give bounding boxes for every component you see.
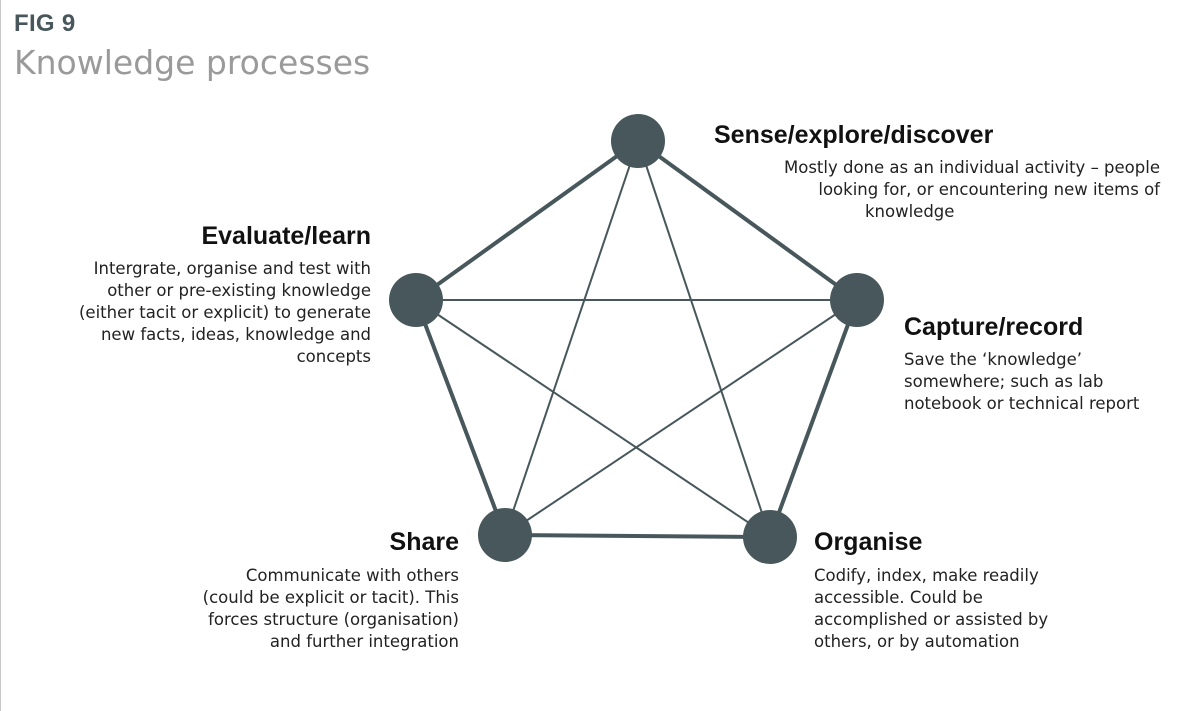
node-description-share: Communicate with others (could be explic…	[203, 565, 459, 653]
node-label-capture: Capture/record	[904, 313, 1084, 341]
description-line: accessible. Could be	[814, 588, 983, 607]
node-description-sense: Mostly done as an individual activity – …	[784, 157, 1160, 223]
node-evaluate	[389, 273, 443, 327]
node-label-share: Share	[389, 528, 459, 556]
edge-share-capture	[504, 299, 858, 536]
edge-sense-organise	[637, 140, 771, 538]
figure-title: Knowledge processes	[14, 43, 371, 82]
node-description-organise: Codify, index, make readily accessible. …	[814, 565, 1048, 653]
description-line: concepts	[296, 347, 371, 366]
description-line: new facts, ideas, knowledge and	[100, 325, 371, 344]
edge-share-evaluate	[414, 299, 507, 536]
node-label-organise: Organise	[814, 528, 923, 556]
description-line: Mostly done as an individual activity – …	[784, 158, 1160, 177]
description-line: notebook or technical report	[904, 394, 1140, 413]
description-line: forces structure (organisation)	[208, 610, 459, 629]
node-description-capture: Save the ‘knowledge’ somewhere; such as …	[904, 349, 1139, 415]
pentagon-outer-edges	[414, 139, 859, 539]
node-label-sense: Sense/explore/discover	[714, 121, 994, 149]
edge-sense-share	[504, 140, 639, 536]
star-inner-edges	[415, 140, 858, 538]
figure-label: FIG 9	[14, 10, 76, 37]
edge-organise-share	[504, 533, 771, 539]
description-line: Intergrate, organise and test with	[93, 259, 371, 278]
description-line: and further integration	[269, 632, 459, 651]
node-capture	[830, 273, 884, 327]
node-share	[478, 508, 532, 562]
description-line: Communicate with others	[245, 566, 459, 585]
description-line: accomplished or assisted by	[814, 610, 1049, 629]
edge-evaluate-organise	[415, 299, 771, 538]
edge-capture-organise	[768, 299, 859, 538]
process-nodes	[389, 114, 884, 564]
description-line: other or pre-existing knowledge	[107, 281, 371, 300]
node-label-evaluate: Evaluate/learn	[201, 222, 371, 250]
node-description-evaluate: Intergrate, organise and test with other…	[79, 258, 371, 368]
description-line: (either tacit or explicit) to generate	[79, 303, 371, 322]
description-line: (could be explicit or tacit). This	[202, 588, 459, 607]
page-left-edge	[0, 0, 1, 711]
description-line: others, or by automation	[814, 632, 1020, 651]
description-line: Codify, index, make readily	[814, 566, 1039, 585]
edge-sense-capture	[636, 139, 859, 302]
node-sense	[611, 114, 665, 168]
description-line: Save the ‘knowledge’	[904, 350, 1082, 369]
description-line: looking for, or encountering new items o…	[818, 180, 1160, 199]
node-organise	[743, 510, 797, 564]
description-line: somewhere; such as lab	[904, 372, 1104, 391]
description-line: knowledge	[865, 202, 955, 221]
edge-evaluate-sense	[414, 139, 640, 302]
